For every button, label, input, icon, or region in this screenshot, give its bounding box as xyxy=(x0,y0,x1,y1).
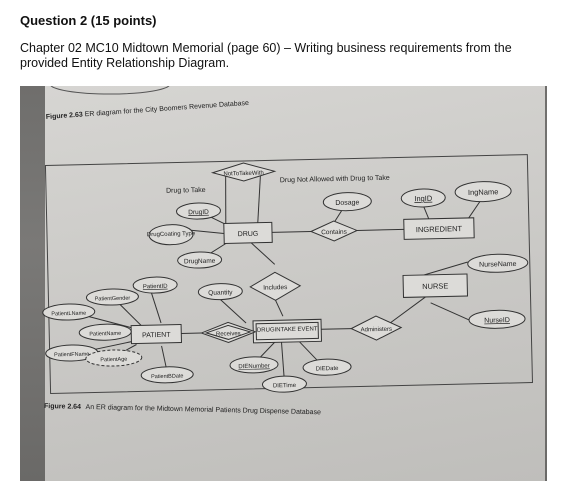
attr-patient-name-label: PatientName xyxy=(89,331,121,338)
attr-patient-bdate-label: PatientBDate xyxy=(151,373,184,380)
relationship-administers-label: Administers xyxy=(361,327,392,334)
entity-patient-label: PATIENT xyxy=(142,332,171,340)
attr-die-number xyxy=(229,356,279,374)
er-diagram: Figure 2.63 ER diagram for the City Boom… xyxy=(42,86,533,416)
relationship-not-to-take-with-label: NotToTakeWith xyxy=(223,171,263,178)
attr-ing-id-label: IngID xyxy=(414,194,433,203)
relationship-receives-inner xyxy=(204,324,252,340)
attr-drug-id xyxy=(176,202,221,220)
textbook-photo: Figure 2.63 ER diagram for the City Boom… xyxy=(20,86,547,481)
attr-ing-id xyxy=(400,188,446,208)
attr-ing-name-label: IngName xyxy=(468,187,499,197)
entity-nurse-label: NURSE xyxy=(422,281,448,291)
attr-drug-coating xyxy=(148,224,194,246)
attr-die-time xyxy=(261,375,307,393)
attr-patient-gender-label: PatientGender xyxy=(95,296,131,303)
relationship-receives-label: Receives xyxy=(216,331,241,338)
question-description: Chapter 02 MC10 Midtown Memorial (page 6… xyxy=(20,41,512,70)
attr-patient-name xyxy=(78,323,132,341)
attr-die-date-label: DIEDate xyxy=(316,366,339,373)
entity-drug xyxy=(223,221,273,244)
relationship-not-to-take-with xyxy=(210,162,277,182)
attr-patient-age xyxy=(85,349,143,367)
relationship-includes-label: Includes xyxy=(263,284,288,292)
attr-die-number-label: DIENumber xyxy=(238,363,269,370)
attr-patient-lname xyxy=(42,303,96,321)
entity-drugintake-label: DRUGINTAKE EVENT xyxy=(257,326,318,333)
annotation-drug-to-take: Drug to Take xyxy=(166,187,206,195)
attr-drug-name-label: DrugName xyxy=(184,258,216,266)
relationship-contains xyxy=(309,220,359,242)
attr-patient-fname-label: PatientFName xyxy=(54,352,89,359)
attr-patient-age-label: PatientAge xyxy=(100,357,127,364)
entity-ingredient xyxy=(403,217,475,240)
relationship-includes xyxy=(249,271,302,301)
prev-figure-shape xyxy=(50,86,170,95)
attr-nurse-id xyxy=(468,309,526,329)
attr-nurse-name xyxy=(467,253,529,273)
entity-drug-label: DRUG xyxy=(238,231,259,238)
attr-patient-bdate xyxy=(140,366,194,384)
attr-nurse-name-label: NurseName xyxy=(479,261,517,269)
attr-dosage xyxy=(322,192,372,212)
relationship-contains-label: Contains xyxy=(321,229,348,237)
relationship-receives xyxy=(199,321,257,343)
entity-ingredient-label: INGREDIENT xyxy=(416,224,463,234)
entity-patient xyxy=(130,323,182,345)
attr-patient-id-label: PatientID xyxy=(143,284,168,291)
attr-quantity-label: Quantity xyxy=(208,289,233,297)
annotation-not-allowed: Drug Not Allowed with Drug to Take xyxy=(280,175,390,184)
figure-263-caption: Figure 2.63 ER diagram for the City Boom… xyxy=(46,100,250,121)
attr-patient-id xyxy=(132,276,178,294)
relationship-administers xyxy=(350,315,403,341)
attr-drug-name xyxy=(177,251,223,269)
attr-dosage-label: Dosage xyxy=(335,199,359,207)
attr-die-time-label: DIETime xyxy=(273,383,297,390)
entity-nurse xyxy=(402,273,469,298)
figure-264-caption: Figure 2.64 An ER diagram for the Midtow… xyxy=(44,403,321,416)
attr-ing-name xyxy=(454,181,512,203)
attr-drug-id-label: DrugID xyxy=(188,209,209,216)
attr-die-date xyxy=(302,358,352,376)
attr-nurse-id-label: NurseID xyxy=(484,317,510,325)
attr-drug-coating-label: DrugCoating Type xyxy=(147,231,196,238)
attr-quantity xyxy=(197,283,243,301)
attr-patient-lname-label: PatientLName xyxy=(51,311,86,318)
attr-patient-gender xyxy=(85,288,139,306)
question-title: Question 2 (15 points) xyxy=(20,13,157,28)
